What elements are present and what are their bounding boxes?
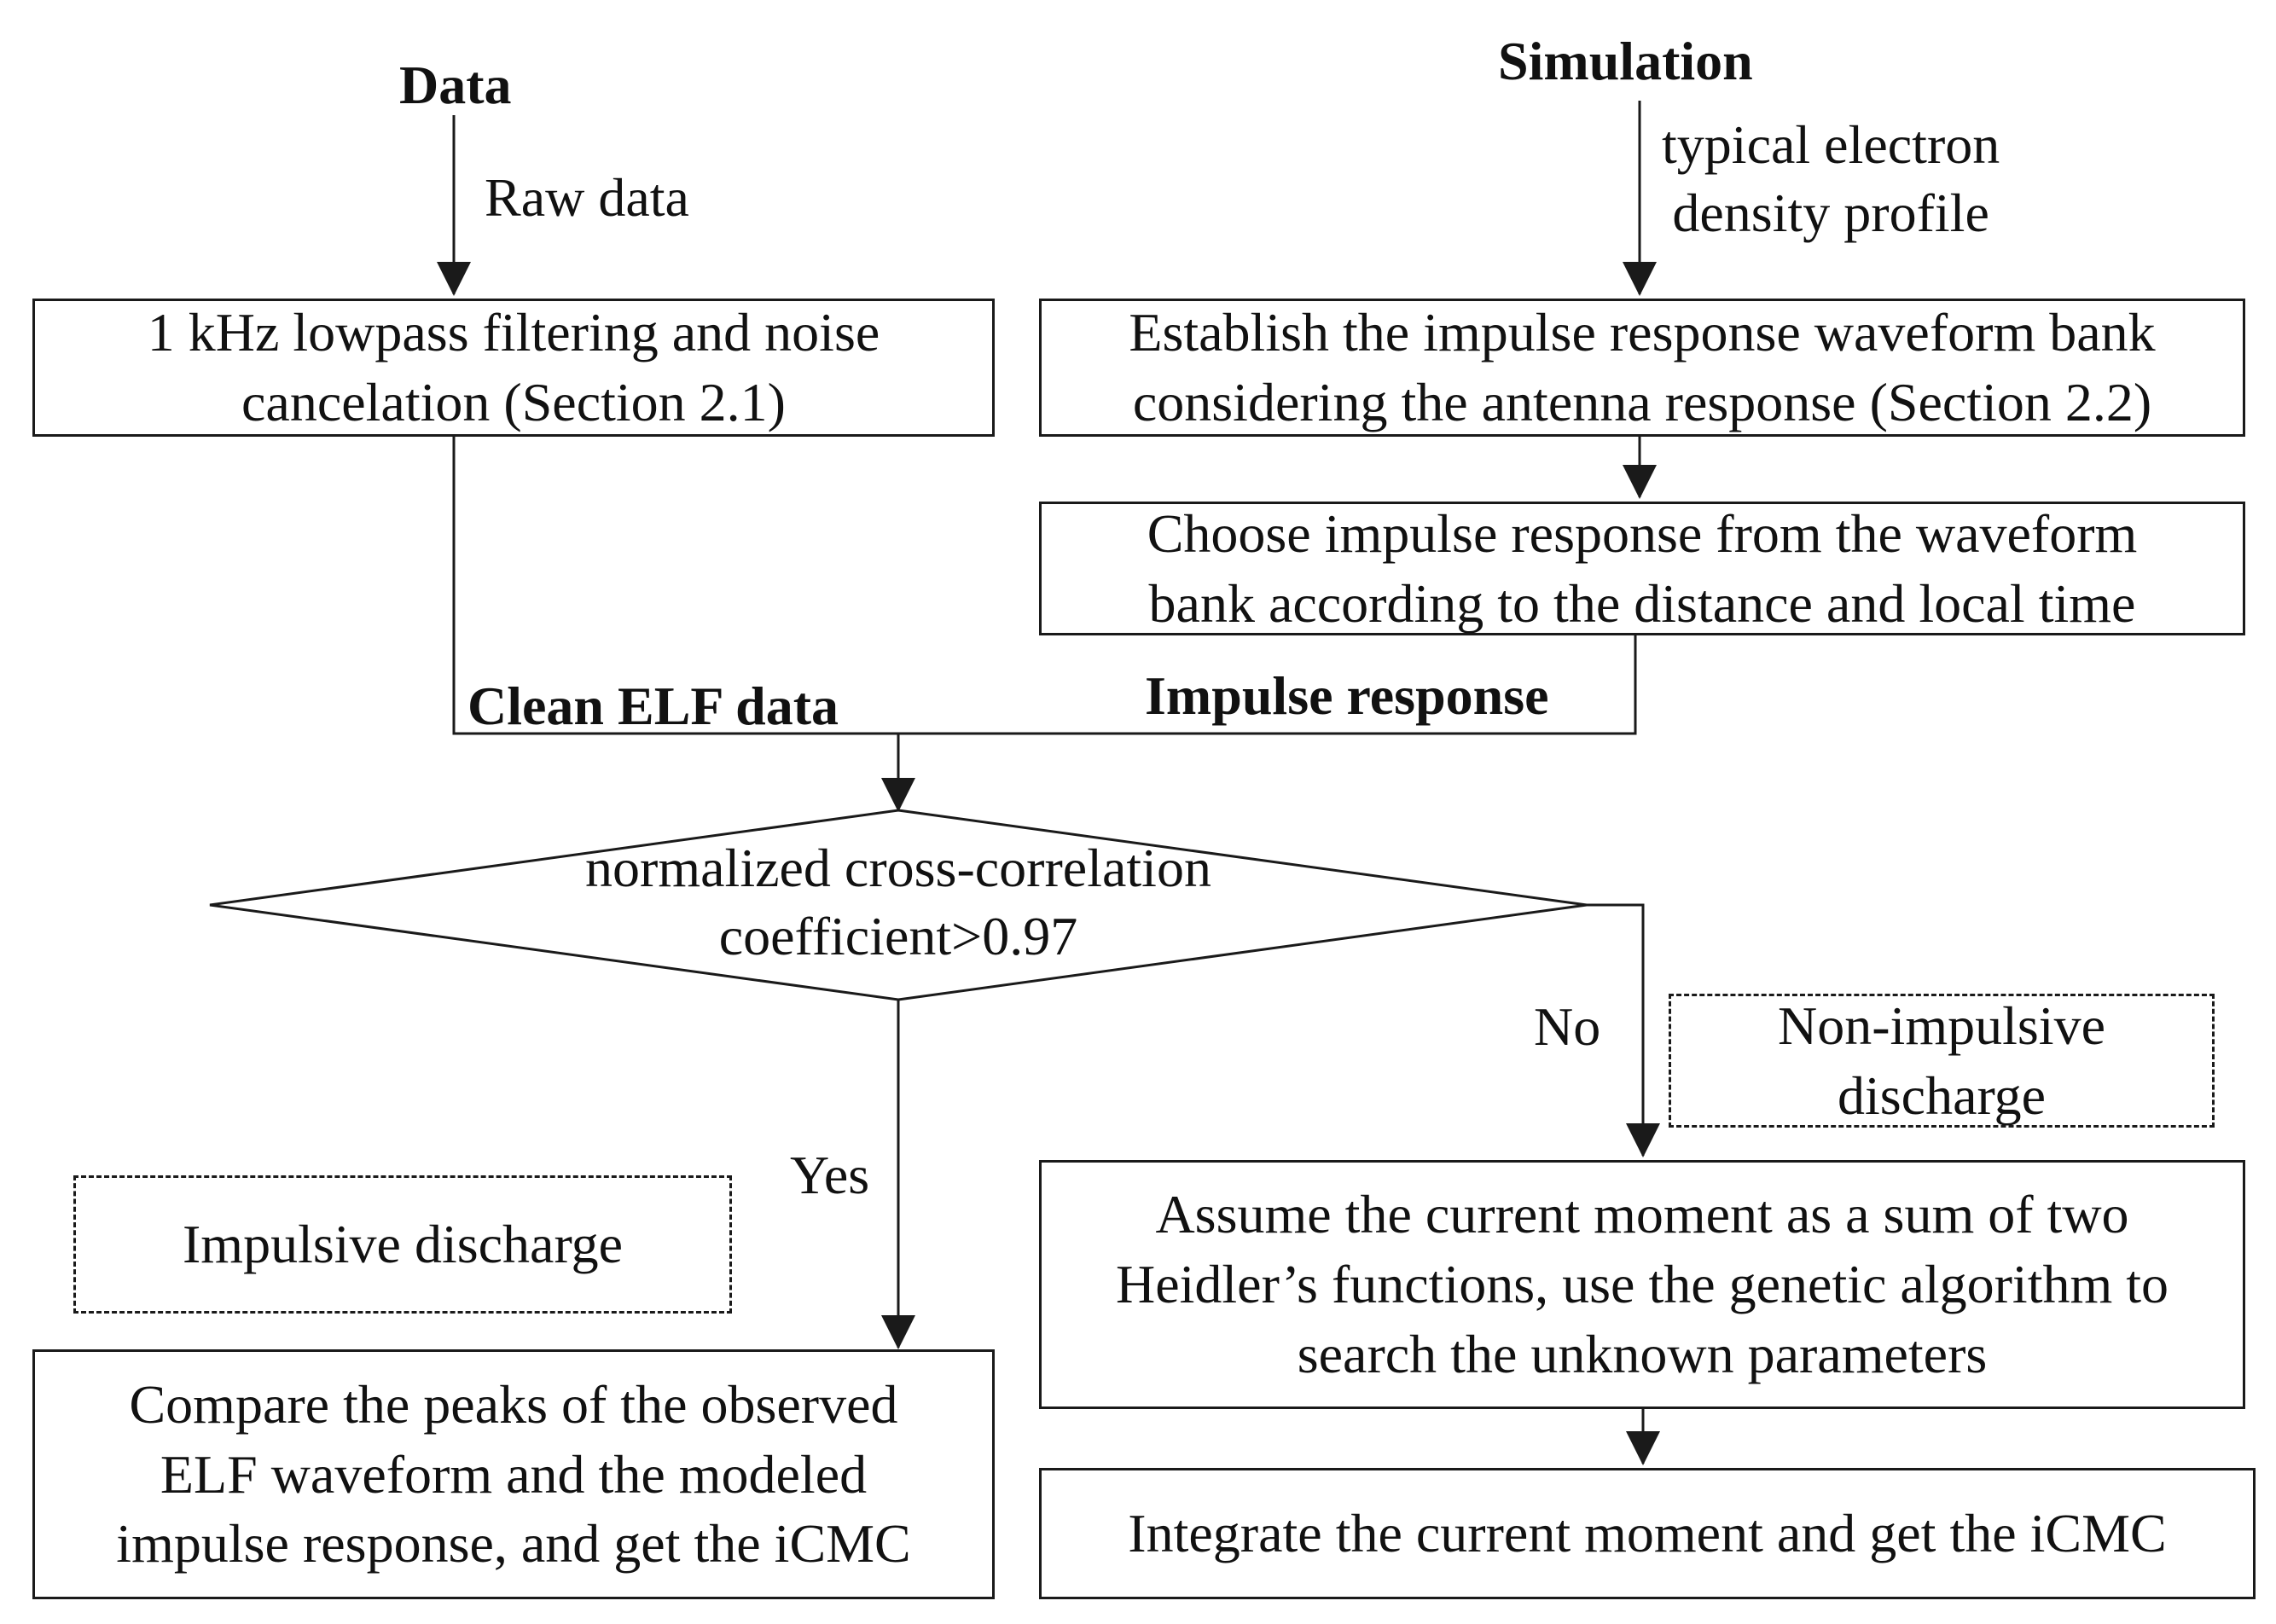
yes-label: Yes <box>790 1145 870 1205</box>
clean-elf-label: Clean ELF data <box>467 676 839 736</box>
integrate-box: Integrate the current moment and get the… <box>1039 1468 2256 1599</box>
arrow-no-branch <box>1587 903 1660 1157</box>
compare-peaks-box: Compare the peaks of the observed ELF wa… <box>32 1349 995 1599</box>
decision-diamond <box>209 809 1588 1001</box>
non-impulsive-discharge-note: Non-impulsive discharge <box>1669 994 2215 1128</box>
waveform-bank-box: Establish the impulse response waveform … <box>1039 299 2245 437</box>
merge-connector <box>452 437 1637 735</box>
decision-text: normalized cross-correlation coefficient… <box>585 838 1211 966</box>
lowpass-filter-box: 1 kHz lowpass filtering and noise cancel… <box>32 299 995 437</box>
no-label: No <box>1534 996 1601 1057</box>
impulse-response-label: Impulse response <box>1145 665 1549 726</box>
raw-data-label: Raw data <box>485 167 689 228</box>
simulation-header: Simulation <box>1498 31 1753 91</box>
data-header: Data <box>399 55 512 115</box>
choose-impulse-box: Choose impulse response from the wavefor… <box>1039 502 2245 635</box>
impulsive-discharge-note: Impulsive discharge <box>73 1175 732 1314</box>
heidler-fit-box: Assume the current moment as a sum of tw… <box>1039 1160 2245 1409</box>
electron-profile-label: typical electron density profile <box>1662 114 2000 243</box>
